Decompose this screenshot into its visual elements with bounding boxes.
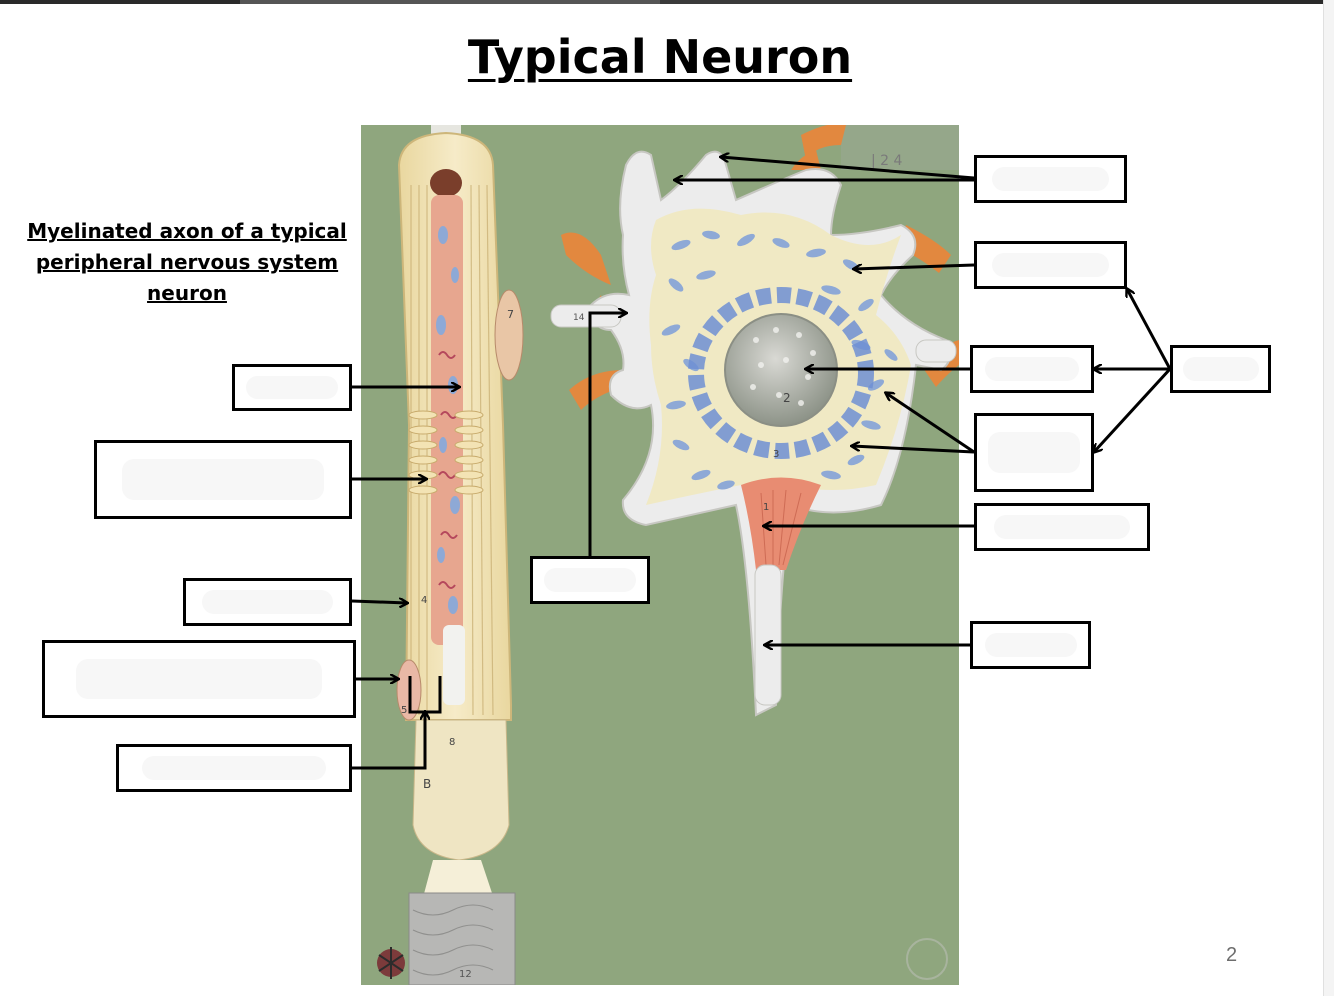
axon-organelles bbox=[436, 226, 460, 614]
axon-label-box-2[interactable] bbox=[94, 440, 352, 519]
label-blank bbox=[122, 459, 324, 500]
photo-corner-shadow bbox=[841, 125, 959, 170]
brand-logo-icon bbox=[377, 947, 405, 979]
arrow-far-right-down bbox=[1094, 367, 1172, 452]
dendrite-stub-right bbox=[915, 339, 957, 363]
subtitle-line-1: Myelinated axon of a typical bbox=[27, 219, 347, 243]
model-number-12: 12 bbox=[459, 969, 472, 980]
label-blank bbox=[994, 515, 1130, 539]
myelin-lamellae bbox=[410, 184, 494, 716]
arrow-middle bbox=[588, 313, 626, 556]
wrap-texture bbox=[412, 904, 494, 976]
label-blank bbox=[988, 432, 1080, 473]
label-blank bbox=[984, 633, 1077, 657]
far-right-label-box[interactable] bbox=[1170, 345, 1271, 393]
model-number-3: 3 bbox=[773, 449, 779, 460]
initial-axon-segment bbox=[754, 564, 782, 706]
axon-label-box-3[interactable] bbox=[183, 578, 352, 626]
label-blank bbox=[202, 590, 333, 614]
label-blank bbox=[544, 568, 636, 592]
top-bar-segment bbox=[660, 0, 1080, 4]
cell-label-box-1[interactable] bbox=[974, 155, 1127, 203]
node-bracket bbox=[408, 676, 442, 714]
page-number: 2 bbox=[1226, 944, 1238, 966]
axon-cut-end bbox=[430, 169, 462, 197]
page-right-edge bbox=[1323, 0, 1334, 996]
cell-label-box-6[interactable] bbox=[970, 621, 1091, 669]
arrow-cell-4a bbox=[886, 393, 975, 454]
label-blank bbox=[984, 357, 1080, 381]
arrow-cell-1a bbox=[721, 157, 975, 180]
window-top-bar bbox=[0, 0, 1334, 4]
schwann-cell-nucleus bbox=[494, 289, 524, 381]
top-bar-segment bbox=[240, 0, 660, 4]
arrow-cell-2 bbox=[854, 263, 975, 269]
axon-label-box-4[interactable] bbox=[42, 640, 356, 718]
subtitle-line-3: neuron bbox=[147, 281, 227, 305]
middle-label-box[interactable] bbox=[530, 556, 650, 604]
myelinated-axon-model: 7 4 5 8 B 12 bbox=[377, 125, 524, 986]
label-blank bbox=[991, 253, 1110, 277]
label-blank bbox=[991, 167, 1110, 191]
model-number-7: 7 bbox=[507, 308, 514, 321]
model-letter-b: B bbox=[423, 777, 431, 791]
cell-body-model: 2 3 14 1 | 2 4 bbox=[550, 123, 959, 980]
cell-label-box-4[interactable] bbox=[974, 413, 1094, 492]
model-number-2: 2 bbox=[783, 391, 791, 405]
axon-exposed-core bbox=[443, 625, 465, 705]
cell-label-box-5[interactable] bbox=[974, 503, 1150, 551]
model-number-4: 4 bbox=[421, 595, 427, 606]
model-number-8: 8 bbox=[449, 737, 455, 748]
nucleus-pores bbox=[750, 327, 816, 406]
axon-subtitle: Myelinated axon of a typical peripheral … bbox=[22, 216, 352, 309]
neuron-model-photo: 7 4 5 8 B 12 bbox=[361, 123, 959, 986]
model-number-5: 5 bbox=[401, 705, 407, 716]
axon-lower-segment bbox=[412, 719, 510, 861]
nissl-ring bbox=[688, 287, 874, 459]
mitochondria bbox=[438, 351, 458, 589]
cell-label-box-2[interactable] bbox=[974, 241, 1127, 289]
axon-terminal-knobs bbox=[561, 123, 959, 410]
label-blank bbox=[142, 756, 326, 780]
model-number-1: 1 bbox=[763, 502, 769, 513]
slide-title: Typical Neuron bbox=[467, 30, 853, 84]
label-blank bbox=[1182, 357, 1259, 381]
subtitle-line-2: peripheral nervous system bbox=[35, 250, 339, 274]
model-stamp-icon bbox=[906, 938, 948, 980]
label-blank bbox=[75, 658, 323, 700]
axon-hillock bbox=[741, 477, 821, 570]
axon-label-box-5[interactable] bbox=[116, 744, 352, 792]
arrow-cell-4b bbox=[852, 446, 975, 454]
axon-core bbox=[431, 195, 463, 645]
endoneurium-wrap bbox=[408, 892, 516, 986]
arrow-axon-3 bbox=[351, 601, 407, 603]
arrow-axon-5 bbox=[352, 712, 425, 770]
model-number-14: 14 bbox=[573, 313, 585, 323]
label-blank bbox=[246, 376, 338, 399]
axon-label-box-1[interactable] bbox=[232, 364, 352, 411]
model-corner-mark: | 2 4 bbox=[871, 153, 903, 169]
arrow-far-right-up bbox=[1127, 289, 1172, 370]
